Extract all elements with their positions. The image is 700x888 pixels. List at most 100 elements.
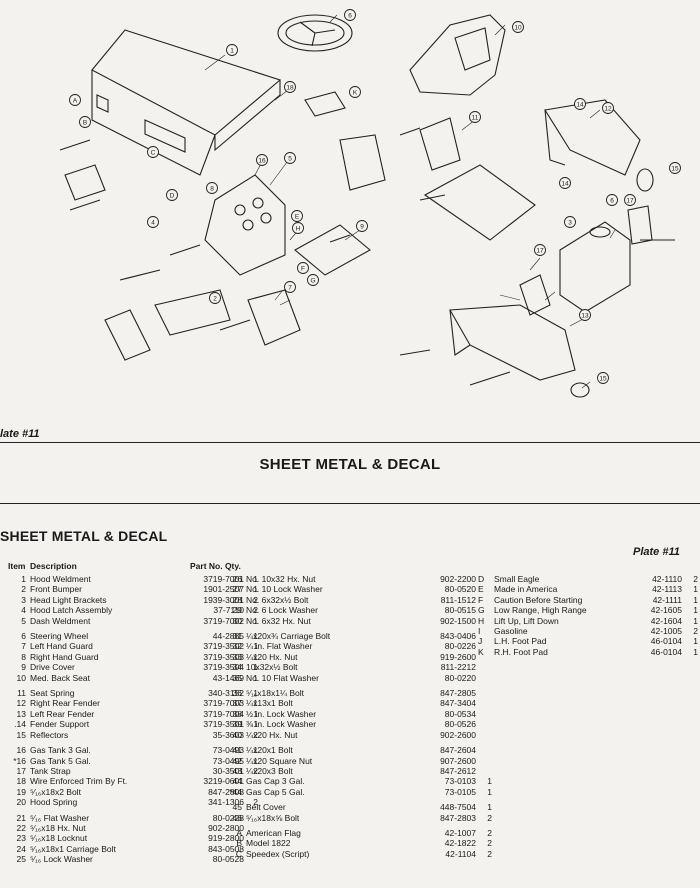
part-quantity: 1 <box>693 605 698 616</box>
part-number: 37-7110 <box>213 605 244 616</box>
part-quantity: 1 <box>253 719 258 730</box>
callout-A: A <box>73 98 78 105</box>
part-number: 902-2600 <box>440 729 476 740</box>
callout-9: 9 <box>360 224 364 231</box>
part-number: 847-3404 <box>440 698 476 709</box>
part-description: Lift Up, Lift Down <box>494 615 559 626</box>
part-description: Gasoline <box>494 626 528 637</box>
part-item-number: 27 <box>232 584 242 595</box>
plate-label-right: Plate #11 <box>633 546 680 558</box>
part-quantity: 1 <box>253 662 258 673</box>
part-item-number: 7 <box>21 641 26 652</box>
part-item-number: 35 <box>232 672 242 683</box>
part-number: 46-0104 <box>650 646 682 657</box>
part-quantity: 1 <box>253 755 258 766</box>
part-number: 30-3501 <box>212 765 244 776</box>
part-number: 340-3152 <box>208 688 244 699</box>
part-description: L.H. Foot Pad <box>494 636 547 647</box>
part-quantity: 1 <box>253 584 258 595</box>
part-description: Gas Tank 5 Gal. <box>30 755 91 766</box>
callout-2: 2 <box>213 296 217 303</box>
part-description: Right Hand Guard <box>30 651 99 662</box>
part-quantity: 1 <box>487 802 492 813</box>
part-item-number: H <box>478 615 485 626</box>
part-description: ¼ in. Flat Washer <box>246 641 313 652</box>
part-quantity <box>476 698 492 708</box>
part-quantity: 2 <box>253 594 258 605</box>
part-number: 843-0406 <box>440 631 476 642</box>
part-item-number: 37 <box>232 698 242 709</box>
part-quantity: 2 <box>487 827 492 838</box>
callout-K: K <box>353 90 358 97</box>
drive-cover-drawing <box>294 224 371 276</box>
part-item-number: 2 <box>21 584 26 595</box>
part-number: 80-0534 <box>444 708 476 719</box>
part-item-number: 45 <box>232 802 242 813</box>
part-description: No. 6x32 Hx. Nut <box>246 615 311 626</box>
callout-4: 4 <box>151 220 155 227</box>
part-description: Small Eagle <box>494 574 540 584</box>
part-quantity: 1 <box>693 584 698 595</box>
callout-15b: 15 <box>671 166 679 173</box>
callout-17b: 17 <box>536 248 544 255</box>
part-number: 907-2600 <box>440 755 476 766</box>
part-quantity <box>476 709 492 719</box>
part-number: 919-2600 <box>440 651 476 662</box>
part-description: Front Bumper <box>30 584 82 595</box>
foot-pad-drawing <box>304 91 346 117</box>
fender-support-drawing <box>423 164 536 241</box>
part-number: 811-2212 <box>440 662 476 673</box>
part-description: ⁵⁄₁₆x18x2 Bolt <box>30 786 81 797</box>
part-description: Model 1822 <box>246 838 291 849</box>
part-item-number: 12 <box>16 698 26 709</box>
part-description: ⁵⁄₁₆ Flat Washer <box>30 812 90 823</box>
part-description: Fender Support <box>30 719 90 730</box>
part-description: Tank Strap <box>30 765 71 776</box>
part-item-number: 4 <box>21 605 26 616</box>
part-item-number: 40 <box>232 729 242 740</box>
part-item-number: 22 <box>16 822 26 833</box>
part-item-number: 9 <box>21 662 26 673</box>
callout-16: 16 <box>258 158 266 165</box>
part-item-number: 19 <box>16 786 26 797</box>
part-number: 35-3603 <box>212 729 244 740</box>
part-number: 42-1113 <box>652 584 682 595</box>
part-quantity: 1 <box>487 776 492 787</box>
part-item-number: 23 <box>16 833 26 844</box>
part-description: Made in America <box>494 584 558 595</box>
callout-E: E <box>295 214 300 221</box>
part-description: American Flag <box>246 827 301 838</box>
part-number: 73-0493 <box>212 745 244 756</box>
part-description: Dash Weldment <box>30 615 91 626</box>
part-number: 1901-2507 <box>203 584 244 595</box>
callout-12: 12 <box>604 106 612 113</box>
divider-top <box>0 442 700 443</box>
part-description: ⅜ in. Lock Washer <box>246 719 317 730</box>
part-number: 44-2885 <box>212 631 244 642</box>
steering-wheel-drawing <box>277 14 353 52</box>
part-quantity: 2 <box>487 812 492 823</box>
part-number: 847-2612 <box>440 765 476 776</box>
reflector-drawing <box>636 168 654 192</box>
part-description: Reflectors <box>30 729 69 740</box>
part-number: 42-1007 <box>444 827 476 838</box>
